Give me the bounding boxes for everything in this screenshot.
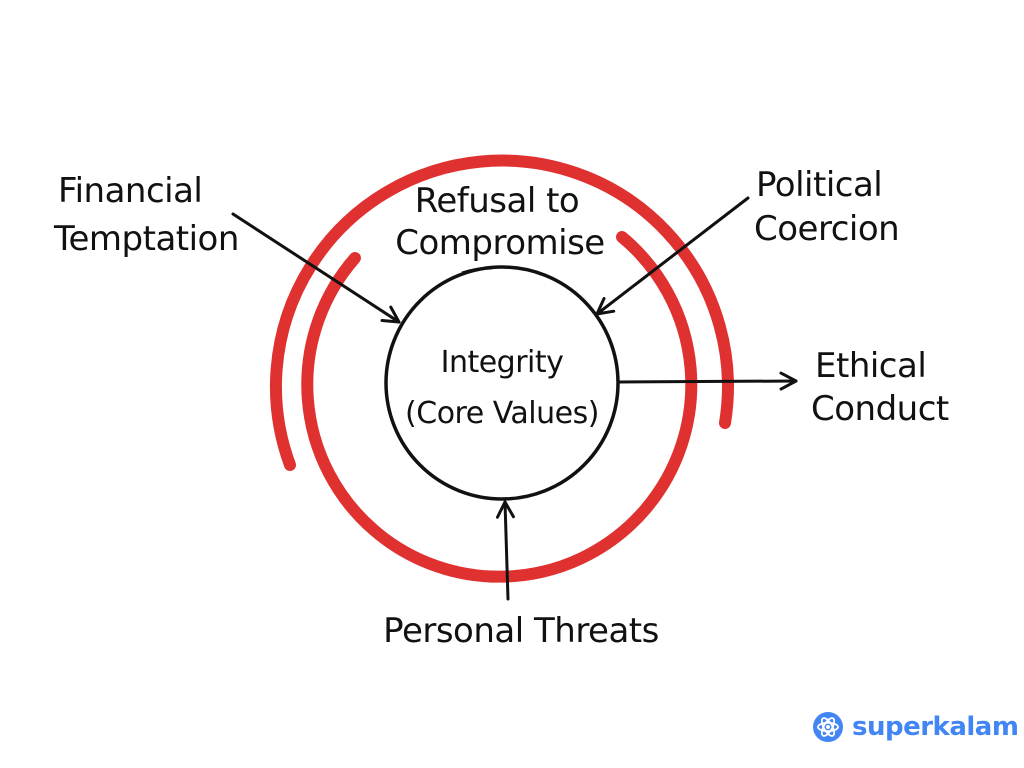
- political-coercion-arrow: [595, 196, 750, 316]
- ethical-conduct-arrow: [617, 371, 798, 391]
- refusal-label-line2: Compromise: [395, 223, 604, 263]
- center-label-line2: (Core Values): [405, 396, 599, 431]
- brand-name: superkalam: [852, 712, 1019, 742]
- center-label-line1: Integrity: [441, 345, 564, 380]
- financial-label-line1: Financial: [58, 171, 202, 211]
- inner-protective-ring: [301, 231, 698, 583]
- ethical-label-line2: Conduct: [811, 389, 949, 429]
- ethical-label-line1: Ethical: [815, 346, 926, 386]
- political-label-line1: Political: [756, 165, 882, 205]
- brand-logo: superkalam: [812, 707, 1019, 747]
- core-values-circle: [384, 265, 620, 501]
- financial-label-line2: Temptation: [53, 219, 239, 259]
- financial-temptation-arrow: [231, 212, 401, 324]
- political-label-line2: Coercion: [754, 209, 899, 249]
- outer-protective-ring: [270, 154, 734, 471]
- personal-threats-label: Personal Threats: [383, 611, 659, 651]
- circle-overlap-stroke: [461, 266, 493, 275]
- refusal-label-line1: Refusal to: [415, 181, 579, 221]
- atom-icon: [813, 712, 843, 742]
- personal-threats-arrow: [495, 500, 515, 601]
